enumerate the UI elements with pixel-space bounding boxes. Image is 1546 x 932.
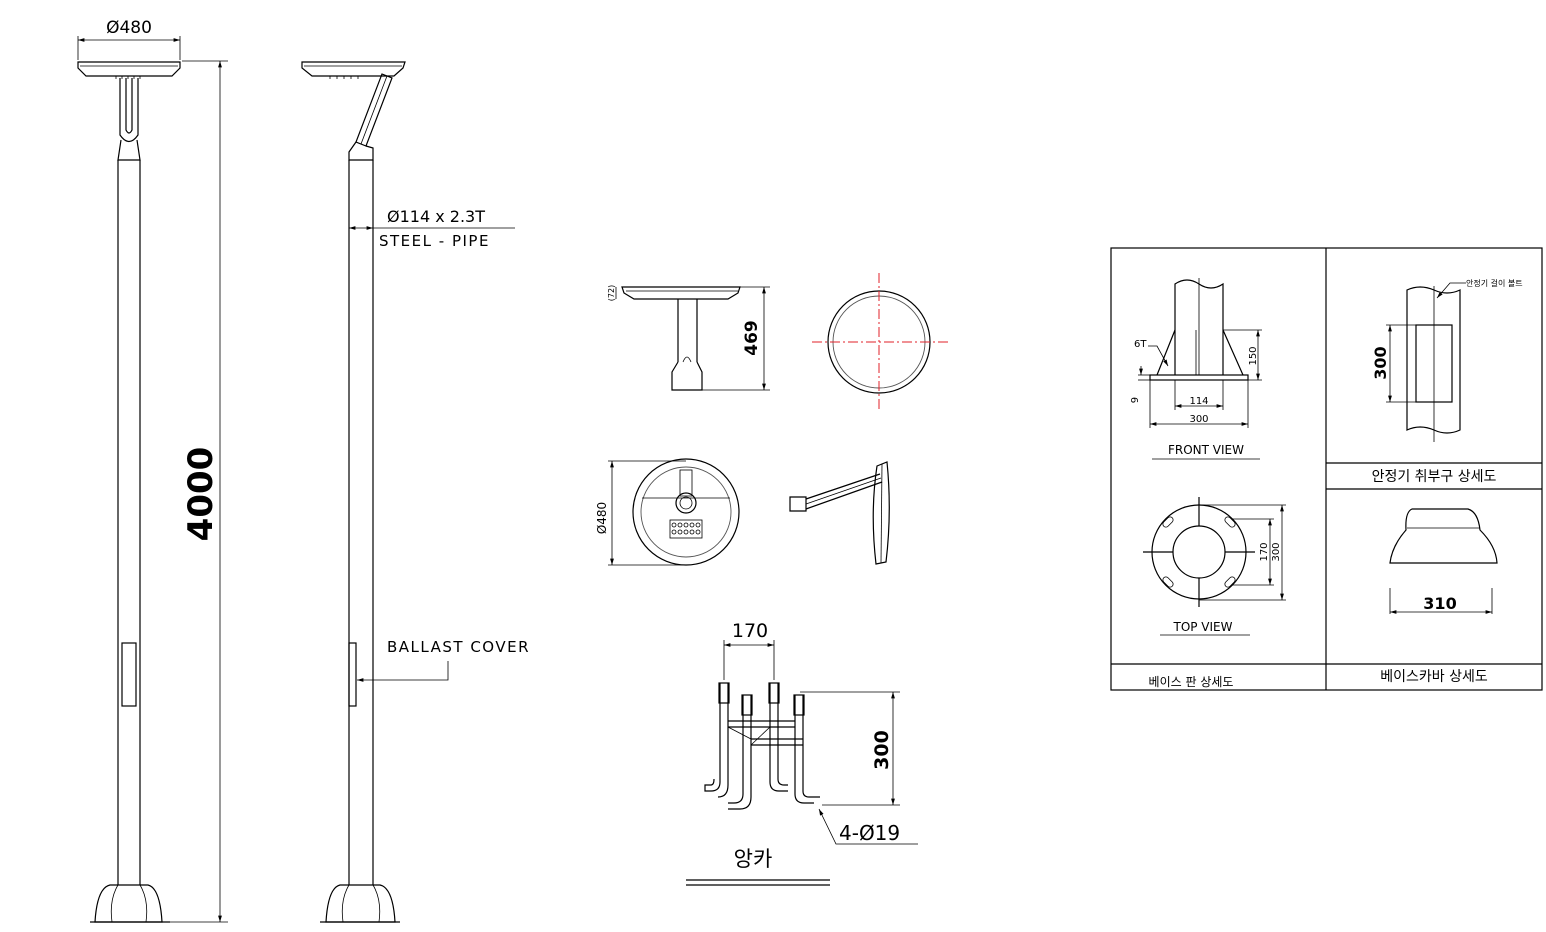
- ballast-opening-detail: 300 안정기 걸이 볼트 안정기 취부구 상세도: [1371, 278, 1523, 485]
- luminaire-dia-label: Ø480: [595, 502, 609, 534]
- luminaire-small-dim: (72): [607, 285, 616, 301]
- plate-width-label: 300: [1189, 414, 1208, 425]
- plate-thick-label: 9: [1130, 397, 1141, 403]
- pole-side-elevation: [301, 61, 406, 923]
- pole-front-elevation: [77, 61, 181, 923]
- pipe-annotation: Ø114 x 2.3T STEEL - PIPE: [349, 207, 515, 250]
- base-cover-title: 베이스카바 상세도: [1380, 669, 1488, 685]
- pipe-dia-label: 114: [1189, 396, 1208, 407]
- ballast-bolt-note: 안정기 걸이 볼트: [1466, 278, 1523, 288]
- opening-height-label: 300: [1371, 346, 1390, 379]
- gusset-height-label: 150: [1248, 346, 1259, 365]
- base-plate-top-view: 170 300 TOP VIEW 베이스 판 상세도: [1143, 497, 1286, 689]
- front-view-label: FRONT VIEW: [1168, 443, 1244, 457]
- detail-box: [1110, 247, 1543, 691]
- pole-height-label: 4000: [181, 447, 221, 542]
- anchor-spacing-label: 170: [732, 620, 768, 642]
- luminaire-top-view: [812, 273, 948, 412]
- luminaire-side-view: (72) 469: [607, 285, 770, 391]
- dim-pole-height: 4000: [165, 60, 228, 923]
- base-plate-title: 베이스 판 상세도: [1149, 675, 1234, 689]
- dim-head-diameter: Ø480: [77, 18, 181, 60]
- ballast-leader: BALLAST COVER: [357, 638, 530, 682]
- anchor-title: 앙카: [734, 847, 773, 871]
- luminaire-bottom-view: Ø480: [595, 458, 740, 566]
- anchor-dimensions: 170 300 4-Ø19 앙카: [686, 620, 918, 886]
- luminaire-height-label: 469: [742, 320, 762, 356]
- base-plate-front-view: 150 114 300 9 6T FRONT VIEW: [1130, 278, 1262, 460]
- ballast-opening-title: 안정기 취부구 상세도: [1372, 469, 1497, 485]
- pipe-type-label: STEEL - PIPE: [379, 232, 490, 250]
- base-cover-detail: 310 베이스카바 상세도: [1380, 508, 1498, 685]
- pipe-size-label: Ø114 x 2.3T: [387, 207, 485, 226]
- anchor-bolts-label: 4-Ø19: [839, 821, 900, 845]
- base-cover-width-label: 310: [1423, 594, 1456, 613]
- bolt-pitch-label: 170: [1259, 542, 1270, 561]
- plate-size-label: 300: [1271, 542, 1282, 561]
- anchor-bolts: [704, 682, 820, 810]
- top-view-label: TOP VIEW: [1172, 620, 1232, 634]
- plate-thickness-label: 6T: [1134, 339, 1147, 350]
- luminaire-angled-view: [789, 461, 890, 565]
- head-diameter-label: Ø480: [106, 18, 152, 38]
- led-array: [671, 522, 701, 535]
- anchor-height-label: 300: [871, 730, 893, 770]
- ballast-cover-label: BALLAST COVER: [387, 638, 530, 656]
